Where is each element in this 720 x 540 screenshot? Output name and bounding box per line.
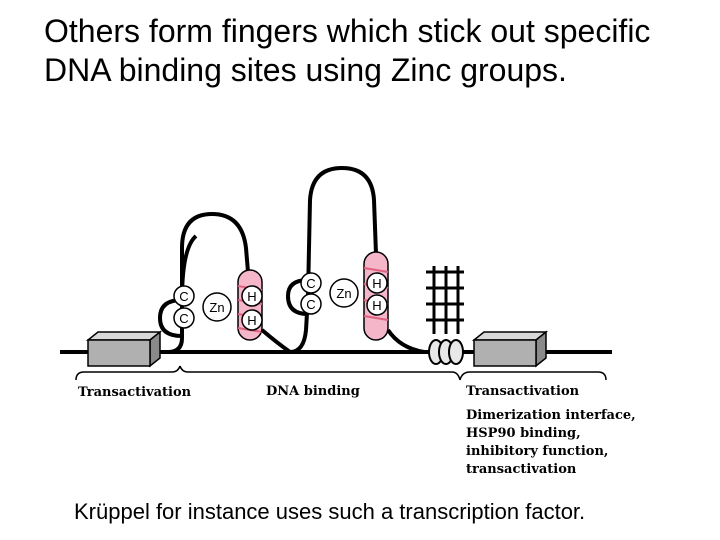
transactivation-box-right	[471, 330, 549, 368]
label-transactivation-right: Transactivation	[466, 384, 580, 399]
label-function-3: inhibitory function,	[466, 444, 608, 459]
label-function-1: Dimerization interface,	[466, 408, 636, 423]
finger-2-zinc: Zn	[329, 278, 359, 308]
label-dna-binding: DNA binding	[266, 384, 360, 399]
svg-text:H: H	[372, 276, 381, 291]
finger-1-cys-bottom: C	[173, 307, 195, 329]
bracket-transactivation-left	[75, 365, 181, 381]
svg-text:H: H	[247, 289, 256, 304]
svg-text:C: C	[306, 276, 315, 291]
finger-1-cys-top: C	[173, 285, 195, 307]
label-function-2: HSP90 binding,	[466, 426, 581, 441]
finger-2-his-bottom: H	[366, 294, 388, 316]
coil-segment	[428, 339, 464, 365]
finger-1-his-bottom: H	[241, 309, 263, 331]
svg-text:Zn: Zn	[209, 300, 224, 315]
bracket-transactivation-right	[459, 371, 607, 381]
bracket-dna-binding	[179, 365, 461, 381]
transactivation-box-left	[85, 330, 163, 368]
finger-2-cys-top: C	[300, 272, 322, 294]
svg-text:Zn: Zn	[336, 286, 351, 301]
label-function-4: transactivation	[466, 462, 577, 477]
finger-2-cys-bottom: C	[300, 293, 322, 315]
finger-1-his-top: H	[241, 285, 263, 307]
finger-1-zinc: Zn	[202, 292, 232, 322]
slide-title: Others form fingers which stick out spec…	[44, 13, 651, 88]
slide-caption: Krüppel for instance uses such a transcr…	[74, 499, 586, 524]
finger-2-his-top: H	[366, 272, 388, 294]
finger-stubs-grid	[426, 266, 464, 334]
svg-text:C: C	[179, 289, 188, 304]
label-transactivation-left: Transactivation	[78, 385, 192, 400]
svg-text:H: H	[372, 298, 381, 313]
svg-text:H: H	[247, 313, 256, 328]
finger-2-cys-arm	[285, 278, 309, 316]
svg-text:C: C	[179, 311, 188, 326]
svg-text:C: C	[306, 297, 315, 312]
finger-1-loop	[180, 211, 250, 300]
finger-1-cys-arm	[157, 298, 183, 338]
finger-2-loop	[289, 165, 378, 354]
